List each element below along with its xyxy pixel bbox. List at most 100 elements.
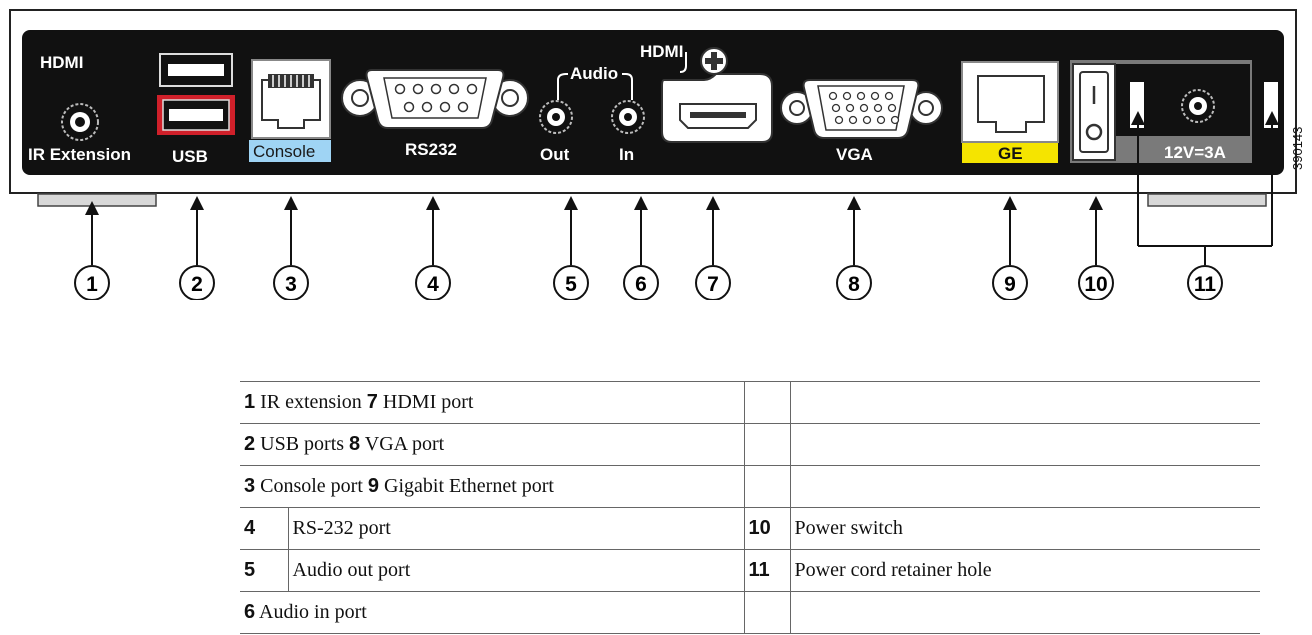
legend-row: 5 Audio out port 11 Power cord retainer hol… (240, 549, 1260, 592)
audio-in-label: In (619, 145, 634, 164)
audio-bracket (557, 73, 633, 100)
ge-label: GE (998, 144, 1023, 163)
legend-number: 5 (244, 559, 256, 581)
legend-cell-number: 2 USB ports 8 VGA port (240, 423, 744, 466)
legend-row: 2 USB ports 8 VGA port (240, 423, 1260, 466)
usb-port-top[interactable] (159, 53, 233, 87)
legend-cell-description-2 (789, 381, 1260, 424)
audio-in-port[interactable] (611, 100, 645, 134)
legend-cell-description-2 (789, 465, 1260, 508)
legend-text: Power cord retainer hole (794, 559, 992, 581)
legend-text: Gigabit Ethernet port (384, 475, 554, 497)
legend-number: 2 (244, 433, 256, 455)
legend-number: 11 (748, 559, 770, 581)
callout-3: 3 (273, 265, 309, 300)
legend-cell-description-2 (789, 591, 1260, 634)
legend-row: 1 IR extension 7 HDMI port (240, 381, 1260, 424)
legend-number: 9 (367, 475, 380, 497)
legend-cell-number-2 (743, 465, 790, 508)
svg-text:7: 7 (707, 273, 719, 296)
callout-5: 5 (553, 265, 589, 300)
usb-port-bottom[interactable] (157, 95, 235, 135)
rs232-port[interactable] (341, 69, 529, 129)
legend-number: 8 (349, 433, 361, 455)
legend-number: 3 (244, 475, 256, 497)
legend-cell-number: 3 Console port 9 Gigabit Ethernet port (240, 465, 744, 508)
svg-text:4: 4 (427, 273, 439, 296)
legend-number: 10 (748, 517, 771, 539)
svg-text:3: 3 (285, 273, 297, 296)
usb-label: USB (172, 147, 208, 166)
legend-cell-number: 1 IR extension 7 HDMI port (240, 381, 744, 424)
callout-1: 1 (74, 265, 110, 300)
legend-cell-number-2: 10 (743, 507, 790, 550)
gigabit-ethernet-port[interactable] (961, 61, 1059, 143)
legend-cell-description-2 (789, 423, 1260, 466)
svg-text:9: 9 (1004, 273, 1016, 296)
hdmi-logo: HDMI (40, 53, 83, 72)
chassis-foot-left (37, 193, 157, 207)
svg-text:1: 1 (86, 273, 98, 296)
callout-11: 11 (1187, 265, 1223, 300)
legend-text: Console port (260, 475, 363, 497)
power-switch[interactable] (1072, 63, 1116, 161)
legend-text: USB ports (260, 433, 345, 455)
power-rating-label: 12V=3A (1164, 143, 1226, 162)
svg-text:2: 2 (191, 273, 203, 296)
legend-text: RS-232 port (292, 517, 391, 539)
ir-extension-label: IR Extension (28, 145, 131, 164)
chassis-foot-right (1147, 193, 1267, 207)
legend-text: VGA port (364, 433, 445, 455)
svg-text:5: 5 (565, 273, 577, 296)
svg-text:10: 10 (1084, 273, 1107, 296)
legend-number: 1 (244, 391, 256, 413)
legend-cell-description-2: Power cord retainer hole (789, 549, 1260, 592)
callout-leader-11 (1137, 118, 1273, 265)
legend-text: Power switch (794, 517, 903, 539)
callout-2: 2 (179, 265, 215, 300)
legend-text: IR extension (260, 391, 362, 413)
svg-text:6: 6 (635, 273, 647, 296)
svg-text:8: 8 (848, 273, 860, 296)
hdmi-label-leader (679, 52, 687, 73)
figure-id: 390143 (1290, 127, 1305, 170)
audio-out-port[interactable] (539, 100, 573, 134)
callout-8: 8 (836, 265, 872, 300)
hdmi-port[interactable] (661, 73, 773, 143)
hdmi-port-label: HDMI (640, 42, 683, 61)
legend-row: 3 Console port 9 Gigabit Ethernet port (240, 465, 1260, 508)
callout-7: 7 (695, 265, 731, 300)
audio-label: Audio (570, 64, 618, 83)
power-input-connector[interactable] (1181, 89, 1215, 123)
console-label: Console (253, 142, 315, 161)
legend-cell-number-2: 11 (743, 549, 790, 592)
legend-number: 4 (244, 517, 256, 539)
callout-4: 4 (415, 265, 451, 300)
console-port[interactable] (251, 59, 331, 139)
legend-cell-number-2 (743, 423, 790, 466)
legend-number: 7 (366, 391, 378, 413)
legend-cell-number-2 (743, 591, 790, 634)
console-label-bg (249, 140, 331, 162)
legend-cell-description: Audio out port (287, 549, 744, 592)
svg-text:11: 11 (1194, 273, 1217, 296)
ge-label-bg (962, 143, 1058, 163)
legend-row: 4 RS-232 port 10 Power switch (240, 507, 1260, 550)
legend-cell-description: RS-232 port (287, 507, 744, 550)
legend-text: Audio out port (292, 559, 411, 581)
legend-cell-number: 4 (240, 507, 288, 550)
audio-out-label: Out (540, 145, 570, 164)
legend-row: 6 Audio in port (240, 591, 1260, 634)
legend-cell-number: 5 (240, 549, 288, 592)
ir-extension-port[interactable] (61, 103, 99, 141)
hdmi-screw-icon (700, 47, 728, 75)
rear-panel-diagram: HDMI IR Extension USB Console (9, 9, 1305, 300)
vga-label: VGA (836, 145, 873, 164)
rs232-label: RS232 (405, 140, 457, 159)
legend-number: 6 (244, 601, 256, 623)
callout-circles: 1 2 3 4 5 6 7 8 9 10 11 (74, 265, 1223, 300)
callout-9: 9 (992, 265, 1028, 300)
vga-port[interactable] (780, 79, 943, 139)
legend-text: Audio in port (259, 601, 367, 623)
